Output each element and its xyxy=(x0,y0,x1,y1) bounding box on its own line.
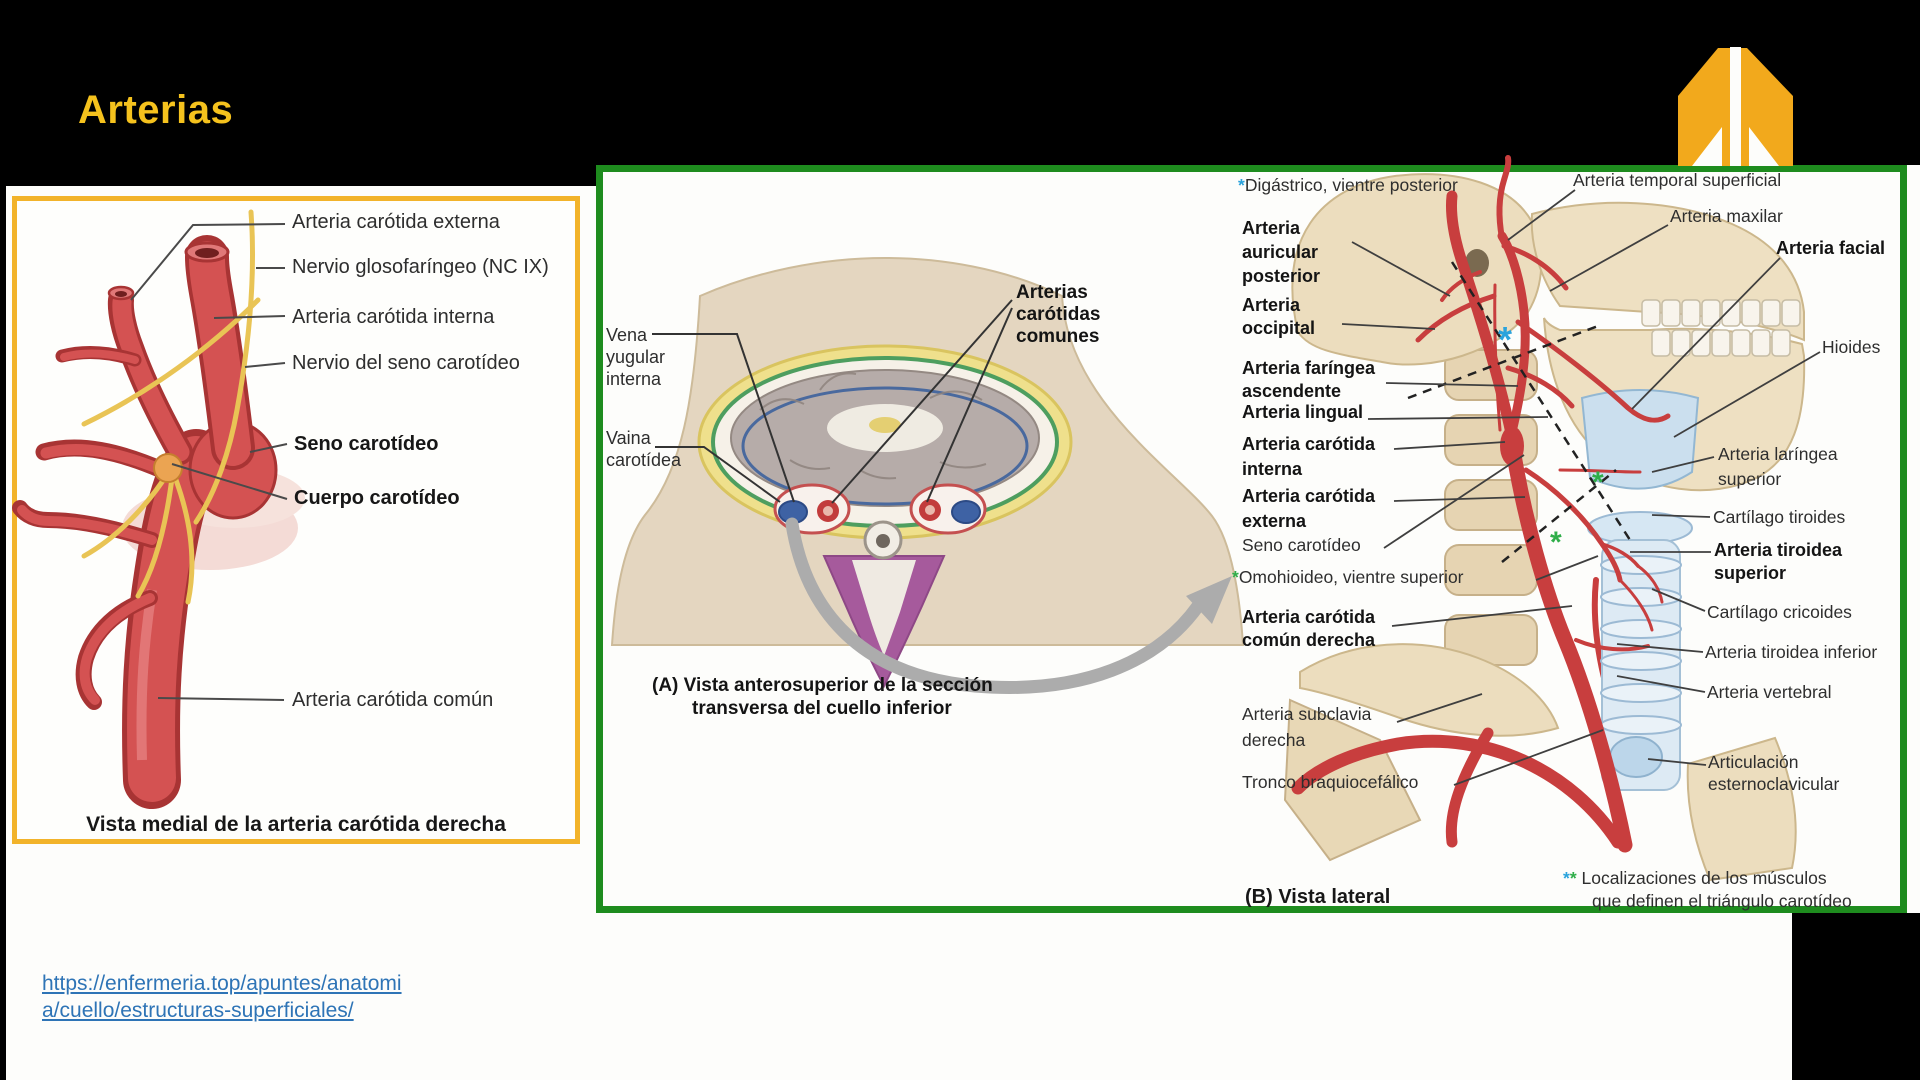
label-arteria-faringea-ascendente: Arteria faríngea ascendente xyxy=(1242,358,1376,401)
label-omohioideo: *Omohioideo, vientre superior xyxy=(1232,567,1464,587)
label-vaina-carotidea: Vaina carotídea xyxy=(606,428,682,470)
label-arteria-carotida-interna: Arteria carótida interna xyxy=(292,306,495,328)
label-arteria-carotida-externa-b: Arteria carótida externa xyxy=(1242,486,1376,531)
figure-a-caption-line2: transversa del cuello inferior xyxy=(692,698,952,719)
label-arteria-tiroidea-superior: Arteria tiroidea superior xyxy=(1714,540,1843,583)
figure-a-caption-line1: (A) Vista anterosuperior de la sección xyxy=(652,675,993,696)
label-arteria-tiroidea-inferior: Arteria tiroidea inferior xyxy=(1705,642,1878,662)
figure-b-footnote-line1: ** Localizaciones de los músculos xyxy=(1563,868,1827,888)
label-nervio-glosofaringeo: Nervio glosofaríngeo (NC IX) xyxy=(292,256,549,278)
label-arteria-temporal-superficial: Arteria temporal superficial xyxy=(1573,170,1782,190)
label-hioides: Hioides xyxy=(1822,337,1881,357)
label-arteria-carotida-comun-derecha: Arteria carótida común derecha xyxy=(1242,607,1376,650)
label-cuerpo-carotideo: Cuerpo carotídeo xyxy=(294,487,460,509)
source-link[interactable]: https://enfermeria.top/apuntes/anatomi a… xyxy=(42,972,402,1022)
page-title: Arterias xyxy=(78,88,234,132)
label-arteria-facial: Arteria facial xyxy=(1776,238,1886,258)
label-nervio-seno-carotideo: Nervio del seno carotídeo xyxy=(292,352,520,374)
label-arteria-carotida-interna-b: Arteria carótida interna xyxy=(1242,434,1376,479)
label-arteria-vertebral: Arteria vertebral xyxy=(1707,682,1832,702)
bottom-strip xyxy=(596,913,1792,1080)
label-arterias-carotidas-comunes: Arterias carótidas comunes xyxy=(1016,282,1101,347)
label-arteria-occipital: Arteria occipital xyxy=(1242,295,1316,338)
label-arteria-auricular-posterior: Arteria auricular posterior xyxy=(1242,218,1321,286)
blue-asterisk: * xyxy=(1238,175,1245,195)
figure-b-footnote-line2: que definen el triángulo carotídeo xyxy=(1592,891,1852,911)
right-sliver xyxy=(1907,165,1920,913)
blue-asterisk: * xyxy=(1563,868,1570,888)
figure-medial-frame xyxy=(12,196,580,844)
figure-medial-caption: Vista medial de la arteria carótida dere… xyxy=(86,813,506,836)
figure-b-caption: (B) Vista lateral xyxy=(1245,886,1391,908)
label-articulacion-esternoclavicular: Articulación esternoclavicular xyxy=(1708,752,1840,794)
label-arteria-carotida-externa: Arteria carótida externa xyxy=(292,211,500,233)
label-cartilago-tiroides: Cartílago tiroides xyxy=(1713,507,1846,527)
double-up-arrow-logo-icon xyxy=(1678,47,1793,166)
label-vena-yugular-interna: Vena yugular interna xyxy=(606,325,666,389)
label-tronco-braquiocefalico: Tronco braquiocefálico xyxy=(1242,772,1419,792)
label-arteria-maxilar: Arteria maxilar xyxy=(1670,206,1783,226)
label-arteria-lingual: Arteria lingual xyxy=(1242,402,1364,422)
label-digastrico: *Digástrico, vientre posterior xyxy=(1238,175,1458,195)
label-arteria-carotida-comun: Arteria carótida común xyxy=(292,689,494,711)
green-asterisk: * xyxy=(1232,567,1239,587)
label-arteria-subclavia-derecha: Arteria subclavia derecha xyxy=(1242,704,1372,750)
label-seno-carotideo: Seno carotídeo xyxy=(294,433,439,455)
green-asterisk: * xyxy=(1569,868,1577,888)
label-arteria-laringea-superior: Arteria laríngea superior xyxy=(1718,444,1838,489)
label-cartilago-cricoides: Cartílago cricoides xyxy=(1707,602,1852,622)
label-seno-carotideo-b: Seno carotídeo xyxy=(1242,535,1361,555)
